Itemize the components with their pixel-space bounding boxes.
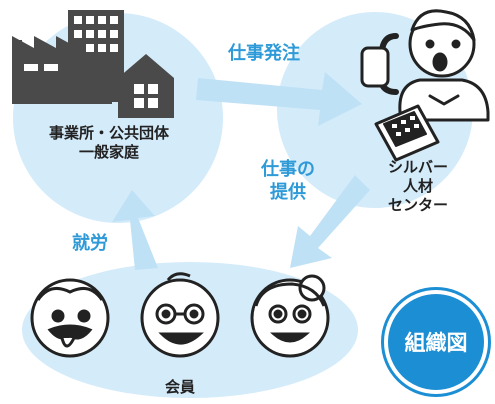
member-face-left-icon bbox=[30, 278, 110, 358]
provide-arrow bbox=[290, 175, 370, 268]
order-arrow-label: 仕事発注 bbox=[228, 43, 300, 64]
silver-center-label: シルバー 人材 センター bbox=[366, 158, 470, 215]
silver-center-label-line2: 人材 bbox=[402, 177, 433, 195]
silver-center-label-line1: シルバー bbox=[387, 158, 448, 176]
operator-telephone-icon bbox=[360, 9, 490, 162]
business-label-line1: 事業所・公共団体 bbox=[48, 124, 169, 142]
work-arrow bbox=[112, 190, 158, 270]
member-face-right-icon bbox=[250, 274, 330, 358]
provide-arrow-label: 仕事の 提供 bbox=[250, 158, 326, 204]
order-arrow bbox=[196, 72, 362, 126]
work-arrow-label: 就労 bbox=[72, 233, 108, 254]
provide-arrow-label-line2: 提供 bbox=[270, 182, 306, 203]
factory-building-icon bbox=[12, 10, 174, 118]
org-chart-badge: 組織図 bbox=[384, 290, 488, 394]
silver-center-label-line3: センター bbox=[387, 196, 448, 214]
members-label: 会員 bbox=[164, 378, 195, 396]
member-face-center-icon bbox=[140, 272, 220, 358]
business-label-line2: 一般家庭 bbox=[78, 143, 139, 161]
business-label: 事業所・公共団体 一般家庭 bbox=[14, 124, 204, 162]
provide-arrow-label-line1: 仕事の bbox=[261, 159, 315, 180]
